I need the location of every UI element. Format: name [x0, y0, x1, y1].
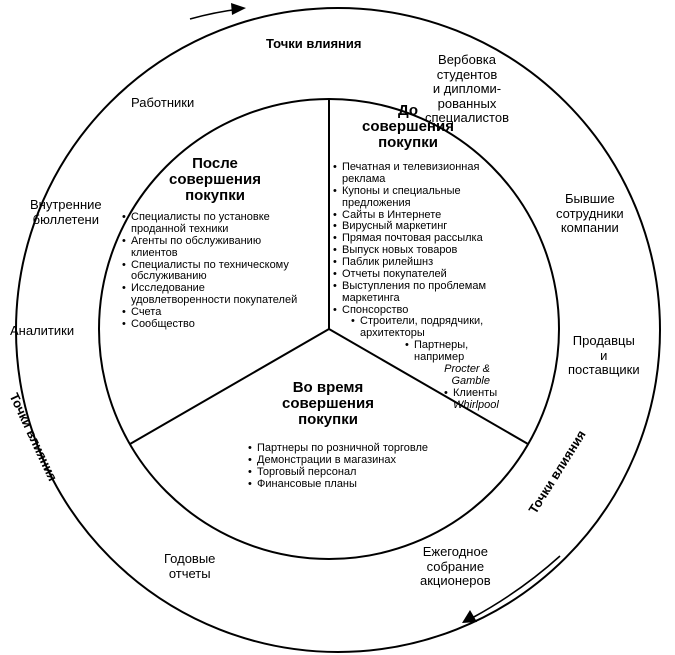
list-item: Исследование удовлетворенности покупател… — [122, 282, 302, 307]
list-item: Прямая почтовая рассылка — [333, 232, 518, 245]
outer-former-employees: Бывшие сотрудники компании — [556, 191, 624, 236]
list-item: Торговый персонал — [248, 466, 478, 479]
list-item: Партнеры по розничной торговле — [248, 442, 478, 455]
during-purchase-list: Партнеры по розничной торговле Демонстра… — [248, 442, 478, 491]
list-item: Сообщество — [122, 318, 302, 331]
after-purchase-list: Специалисты по установке проданной техни… — [122, 211, 302, 331]
during-purchase-title: Во время совершения покупки — [282, 379, 374, 428]
outer-workers: Работники — [131, 95, 195, 110]
list-item: Клиенты Whirlpool — [333, 387, 518, 412]
outer-analysts: Аналитики — [10, 323, 75, 338]
list-item: Печатная и телевизионная реклама — [333, 161, 518, 186]
outer-shareholders-meeting: Ежегодное собрание акционеров — [420, 544, 491, 589]
list-item: Специалисты по установке проданной техни… — [122, 211, 302, 236]
touch-points-label-top: Точки влияния — [266, 36, 362, 51]
outer-suppliers: Продавцы и поставщики — [568, 333, 640, 378]
list-item: Финансовые планы — [248, 478, 478, 491]
list-item: Партнеры, например Procter & Gamble — [333, 339, 518, 388]
list-item: Счета — [122, 306, 302, 319]
outer-annual-reports: Годовые отчеты — [164, 551, 216, 581]
before-purchase-title: До совершения покупки — [362, 102, 454, 151]
list-item: Вирусный маркетинг — [333, 220, 518, 233]
list-item: Демонстрации в магазинах — [248, 454, 478, 467]
list-item: Сайты в Интернете — [333, 209, 518, 222]
arrow-top — [189, 3, 246, 20]
list-item: Купоны и специальные предложения — [333, 185, 518, 210]
arrow-bottom — [462, 555, 561, 623]
list-item: Отчеты покупателей — [333, 268, 518, 281]
list-item: Выступления по проблемам маркетинга — [333, 280, 518, 305]
after-purchase-title: После совершения покупки — [169, 155, 261, 204]
list-item: Паблик рилейшнз — [333, 256, 518, 269]
list-item: Специалисты по техническому обслуживанию — [122, 259, 302, 284]
outer-circle — [15, 7, 661, 653]
outer-recruiting: Вербовка студентов и дипломи- рованных с… — [425, 52, 509, 126]
list-item: Агенты по обслуживанию клиентов — [122, 235, 302, 260]
list-item: Строители, подрядчики, архитекторы — [333, 315, 528, 340]
list-item: Выпуск новых товаров — [333, 244, 518, 257]
list-item: Спонсорство — [333, 304, 518, 317]
divider-left — [129, 328, 330, 445]
before-purchase-list: Печатная и телевизионная реклама Купоны … — [333, 161, 518, 412]
outer-newsletters: Внутренние бюллетени — [30, 197, 102, 227]
